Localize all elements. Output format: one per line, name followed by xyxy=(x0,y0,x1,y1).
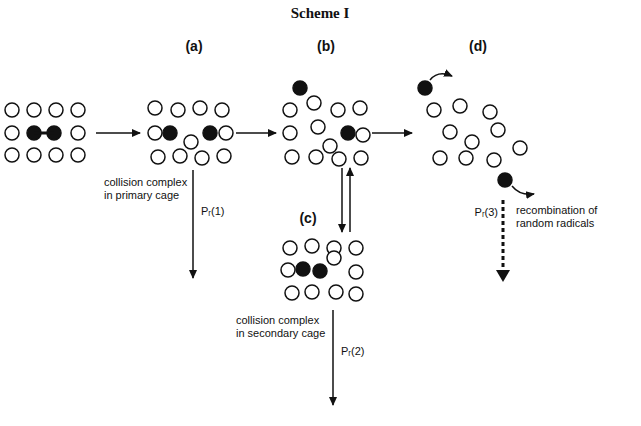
solvent-molecule xyxy=(285,286,299,300)
scheme-title: Scheme I xyxy=(220,4,420,22)
panel-label: (d) xyxy=(448,38,508,54)
process-arrow xyxy=(349,168,351,232)
solvent-molecule xyxy=(307,96,321,110)
probability-label: Pᵣ(3) xyxy=(454,206,498,219)
solvent-molecule xyxy=(71,148,85,162)
process-arrow xyxy=(236,132,276,134)
solvent-molecule xyxy=(349,265,363,279)
radical xyxy=(293,81,307,95)
solvent-molecule xyxy=(327,251,341,265)
solvent-molecule xyxy=(329,285,343,299)
solvent-molecule xyxy=(285,150,299,164)
solvent-molecule xyxy=(465,135,479,149)
solvent-molecule xyxy=(332,152,346,166)
escape-arrow xyxy=(430,74,452,80)
solvent-molecule xyxy=(323,139,337,153)
probability-label: Pᵣ(2) xyxy=(341,345,381,358)
solvent-molecule xyxy=(215,103,229,117)
solvent-molecule xyxy=(219,126,233,140)
solvent-molecule xyxy=(283,103,297,117)
recombination-arrow xyxy=(332,310,334,405)
radical xyxy=(203,126,217,140)
molecules xyxy=(5,81,527,301)
solvent-molecule xyxy=(483,105,497,119)
radical-bond xyxy=(34,132,54,135)
panel-label: (b) xyxy=(296,38,356,54)
solvent-molecule xyxy=(354,151,368,165)
panel-label: (c) xyxy=(288,210,328,226)
solvent-molecule xyxy=(349,287,363,301)
solvent-molecule xyxy=(309,150,323,164)
radical xyxy=(498,173,512,187)
radical xyxy=(341,126,355,140)
solvent-molecule xyxy=(148,126,162,140)
solvent-molecule xyxy=(27,148,41,162)
solvent-molecule xyxy=(171,103,185,117)
note-text: recombination of random radicals xyxy=(516,204,626,230)
solvent-molecule xyxy=(27,103,41,117)
solvent-molecule xyxy=(459,151,473,165)
solvent-molecule xyxy=(356,128,370,142)
solvent-molecule xyxy=(148,101,162,115)
process-arrow xyxy=(96,132,140,134)
solvent-molecule xyxy=(195,151,209,165)
probability-label: Pᵣ(1) xyxy=(201,205,241,218)
solvent-molecule xyxy=(49,148,63,162)
solvent-molecule xyxy=(49,103,63,117)
solvent-molecule xyxy=(513,141,527,155)
note-text: collision complex in primary cage xyxy=(104,176,188,202)
solvent-molecule xyxy=(151,150,165,164)
escape-arrow xyxy=(512,186,534,194)
solvent-molecule xyxy=(305,239,319,253)
solvent-molecule xyxy=(453,99,467,113)
solvent-molecule xyxy=(487,153,501,167)
solvent-molecule xyxy=(5,148,19,162)
solvent-molecule xyxy=(433,151,447,165)
radical xyxy=(163,126,177,140)
solvent-molecule xyxy=(217,149,231,163)
solvent-molecule xyxy=(311,120,325,134)
recombination-arrow xyxy=(192,170,194,278)
solvent-molecule xyxy=(184,135,198,149)
solvent-molecule xyxy=(491,123,505,137)
solvent-molecule xyxy=(71,126,85,140)
solvent-molecule xyxy=(353,101,367,115)
solvent-molecule xyxy=(331,103,345,117)
solvent-molecule xyxy=(305,285,319,299)
solvent-molecule xyxy=(281,263,295,277)
panel-label: (a) xyxy=(164,38,224,54)
solvent-molecule xyxy=(283,241,297,255)
radical xyxy=(296,262,310,276)
solvent-molecule xyxy=(193,101,207,115)
solvent-molecule xyxy=(5,126,19,140)
radical xyxy=(418,81,432,95)
solvent-molecule xyxy=(173,149,187,163)
note-text: collision complex in secondary cage xyxy=(236,314,328,340)
solvent-molecule xyxy=(427,103,441,117)
solvent-molecule xyxy=(349,241,363,255)
random-recombination-arrow xyxy=(496,270,510,282)
solvent-molecule xyxy=(5,103,19,117)
radical xyxy=(313,264,327,278)
solvent-molecule xyxy=(71,103,85,117)
solvent-molecule xyxy=(443,125,457,139)
random-recombination-arrow xyxy=(502,200,505,270)
process-arrow xyxy=(341,168,343,232)
process-arrow xyxy=(372,132,412,134)
solvent-molecule xyxy=(283,126,297,140)
